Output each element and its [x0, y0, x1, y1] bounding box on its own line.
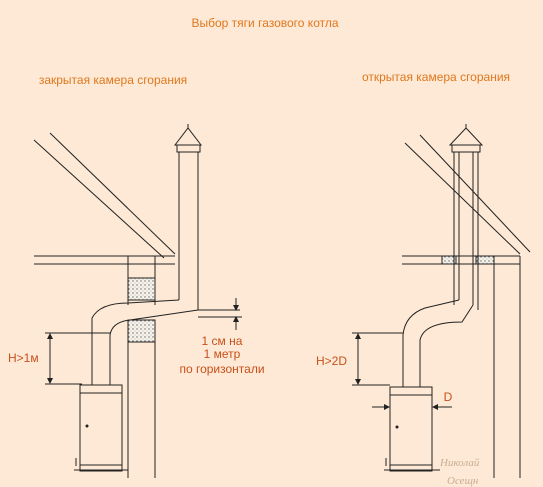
watermark-line-2: Осещн [447, 475, 479, 487]
diagram-title: Выбор тяги газового котла [191, 16, 338, 30]
left-height-dimension [45, 332, 110, 385]
watermark-line-1: Николай [439, 457, 480, 469]
right-roof [402, 134, 531, 265]
right-wall-insulation-left [441, 255, 457, 265]
left-caption: закрытая камера сгорания [39, 73, 187, 87]
left-chimney-cap-icon [173, 127, 203, 146]
right-diagram: открытая камера сгорания [316, 70, 531, 478]
slope-note-line-3: по горизонтали [179, 362, 264, 376]
right-chimney-pipe [448, 124, 484, 310]
right-boiler [384, 386, 440, 472]
left-wall-insulation-bottom [127, 319, 156, 343]
left-height-label: H>1м [8, 351, 39, 365]
right-height-label: H>2D [316, 354, 347, 368]
left-roof [33, 132, 176, 265]
left-chimney-pipe [173, 124, 203, 310]
left-slope-dimension [198, 298, 242, 330]
right-chimney-cap-icon [448, 127, 484, 146]
right-flue-connection [402, 299, 474, 388]
slope-note-line-1: 1 см на [202, 334, 243, 348]
left-diagram: закрытая камера сгорания [8, 73, 265, 478]
right-height-dimension [352, 332, 403, 386]
left-wall-insulation-top [127, 277, 156, 301]
right-caption: открытая камера сгорания [362, 70, 510, 84]
left-boiler [74, 384, 128, 472]
right-wall [441, 255, 521, 478]
left-wall [127, 256, 156, 478]
right-diameter-label: D [444, 390, 453, 404]
slope-note-line-2: 1 метр [204, 347, 241, 361]
right-diameter-dimension [372, 398, 452, 414]
right-wall-insulation-right [475, 255, 495, 265]
